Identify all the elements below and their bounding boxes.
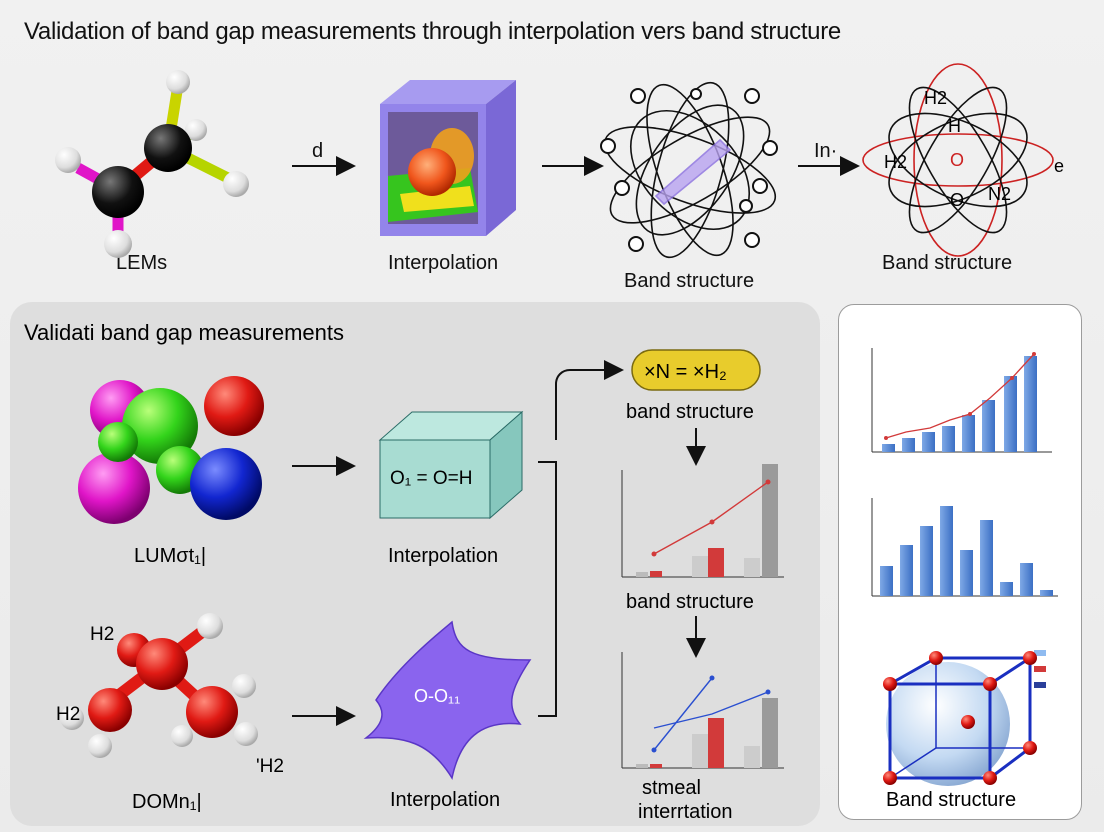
mini-chart-b xyxy=(621,652,784,769)
label-dom: DOMn₁| xyxy=(132,791,202,813)
atom-label-h2-a: H2 xyxy=(90,624,114,645)
atom-label-h2-c: 'H2 xyxy=(256,756,284,777)
label-band-structure-2: Band structure xyxy=(882,252,1013,274)
atom-label-e: e xyxy=(1054,156,1064,176)
right-legend xyxy=(1034,650,1046,688)
label-interpolation-top: Interpolation xyxy=(388,252,499,274)
page-title: Validation of band gap measurements thro… xyxy=(24,18,841,45)
interpolation-box-cyan xyxy=(378,410,524,520)
atom-label-h2-b: H2 xyxy=(56,704,80,725)
pill-formula: ×N = ×H₂ xyxy=(644,361,727,383)
atom-label-h: H xyxy=(948,116,961,136)
orbital-diagram-1 xyxy=(600,81,778,259)
label-interrtation: interrtation xyxy=(638,801,733,823)
label-band-structure-right: Band structure xyxy=(886,789,1016,811)
label-lems: LEMs xyxy=(116,252,168,274)
atom-label-h2-top: H2 xyxy=(924,88,947,108)
label-band-structure-4: band structure xyxy=(626,591,754,613)
dom-molecule xyxy=(60,613,258,758)
box-formula: O₁ = O=H xyxy=(390,468,472,489)
arrow-up-connector xyxy=(555,360,624,440)
panel-title: Validati band gap measurements xyxy=(24,320,344,345)
sheet-formula: O-O₁₁ xyxy=(414,686,460,706)
orbital-diagram-2 xyxy=(862,63,1054,257)
lum-molecule xyxy=(78,376,264,524)
label-band-structure-1: Band structure xyxy=(624,270,755,292)
bracket-connector xyxy=(538,461,557,717)
label-interpolation-mid: Interpolation xyxy=(388,545,498,567)
mini-chart-a xyxy=(621,464,784,578)
interpolation-box-top xyxy=(380,80,516,236)
formula-pill xyxy=(631,349,761,391)
label-interpolation-bottom: Interpolation xyxy=(390,789,500,811)
label-lum: LUMσt₁| xyxy=(134,545,206,567)
atom-label-n2: N2 xyxy=(988,184,1011,204)
atom-label-o-red: O xyxy=(950,150,964,170)
crystal-cube xyxy=(883,651,1037,786)
label-stmeal: stmeal xyxy=(642,777,701,799)
atom-label-h2-left: H2 xyxy=(884,152,907,172)
purple-sheet xyxy=(363,620,532,781)
label-band-structure-3: band structure xyxy=(626,401,754,423)
arrow-label-d: d xyxy=(312,140,324,162)
atom-label-o: O xyxy=(950,190,964,210)
right-chart-2 xyxy=(871,498,1058,597)
lems-molecule xyxy=(55,70,249,258)
arrow-label-in: In· xyxy=(814,140,838,162)
right-chart-1 xyxy=(871,348,1052,453)
